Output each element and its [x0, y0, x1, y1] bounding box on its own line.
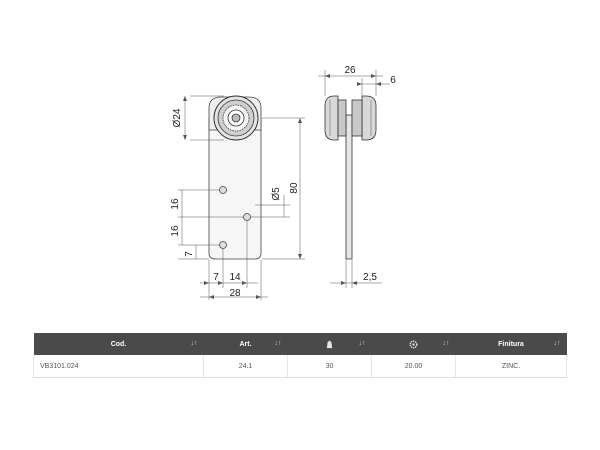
- dim-2-5: 2,5: [363, 272, 377, 283]
- dim-16-upper: 16: [170, 198, 181, 210]
- col-header-gear[interactable]: ↓↑: [371, 333, 456, 355]
- sort-icon[interactable]: ↓↑: [442, 340, 450, 347]
- sort-icon[interactable]: ↓↑: [358, 340, 366, 347]
- front-view: [208, 95, 262, 260]
- table-row: VB3101.024 24.1 30 20.00 ZINC.: [33, 355, 567, 378]
- dim-7-bottom: 7: [213, 272, 219, 283]
- side-arrowheads: [325, 74, 381, 285]
- right-wheel: [361, 95, 377, 141]
- dim-d24: Ø24: [172, 108, 183, 127]
- front-dimensions: [178, 95, 305, 300]
- dim-16-lower: 16: [170, 225, 181, 237]
- plate-outline: [208, 118, 262, 260]
- col-header-weight[interactable]: ↓↑: [287, 333, 372, 355]
- col-header-art[interactable]: Art. ↓↑: [203, 333, 288, 355]
- dim-26: 26: [344, 65, 356, 76]
- wheel-axle: [231, 113, 241, 123]
- left-wheel: [324, 95, 339, 141]
- table-header-row: Cod. ↓↑ Art. ↓↑ ↓↑ ↓↑: [33, 333, 567, 355]
- col-header-finish[interactable]: Finitura ↓↑: [455, 333, 567, 355]
- hole-top: [219, 186, 227, 194]
- dim-28: 28: [229, 288, 241, 299]
- hole-mid: [243, 213, 251, 221]
- col-header-code[interactable]: Cod. ↓↑: [33, 333, 204, 355]
- sort-icon[interactable]: ↓↑: [274, 340, 282, 347]
- cell-art: 24.1: [203, 355, 288, 378]
- cell-weight: 30: [287, 355, 372, 378]
- cell-gear: 20.00: [371, 355, 456, 378]
- dim-14: 14: [229, 272, 241, 283]
- dim-d5: Ø5: [271, 187, 282, 201]
- hole-bottom: [219, 241, 227, 249]
- technical-drawing: Ø24 80 Ø5 16 16 7 7 14 28 26 6: [170, 65, 396, 300]
- front-arrowheads: [183, 96, 302, 299]
- cell-code: VB3101.024: [33, 355, 204, 378]
- dim-7-side: 7: [184, 251, 195, 257]
- weight-icon: [325, 339, 334, 349]
- dim-80: 80: [289, 182, 300, 194]
- sort-icon[interactable]: ↓↑: [190, 340, 198, 347]
- product-table: Cod. ↓↑ Art. ↓↑ ↓↑ ↓↑: [33, 333, 567, 378]
- side-plate: [345, 114, 353, 260]
- dim-6: 6: [390, 75, 396, 86]
- cell-finish: ZINC.: [455, 355, 567, 378]
- sort-icon[interactable]: ↓↑: [553, 340, 561, 347]
- side-view: [324, 95, 377, 260]
- gear-icon: [409, 340, 418, 349]
